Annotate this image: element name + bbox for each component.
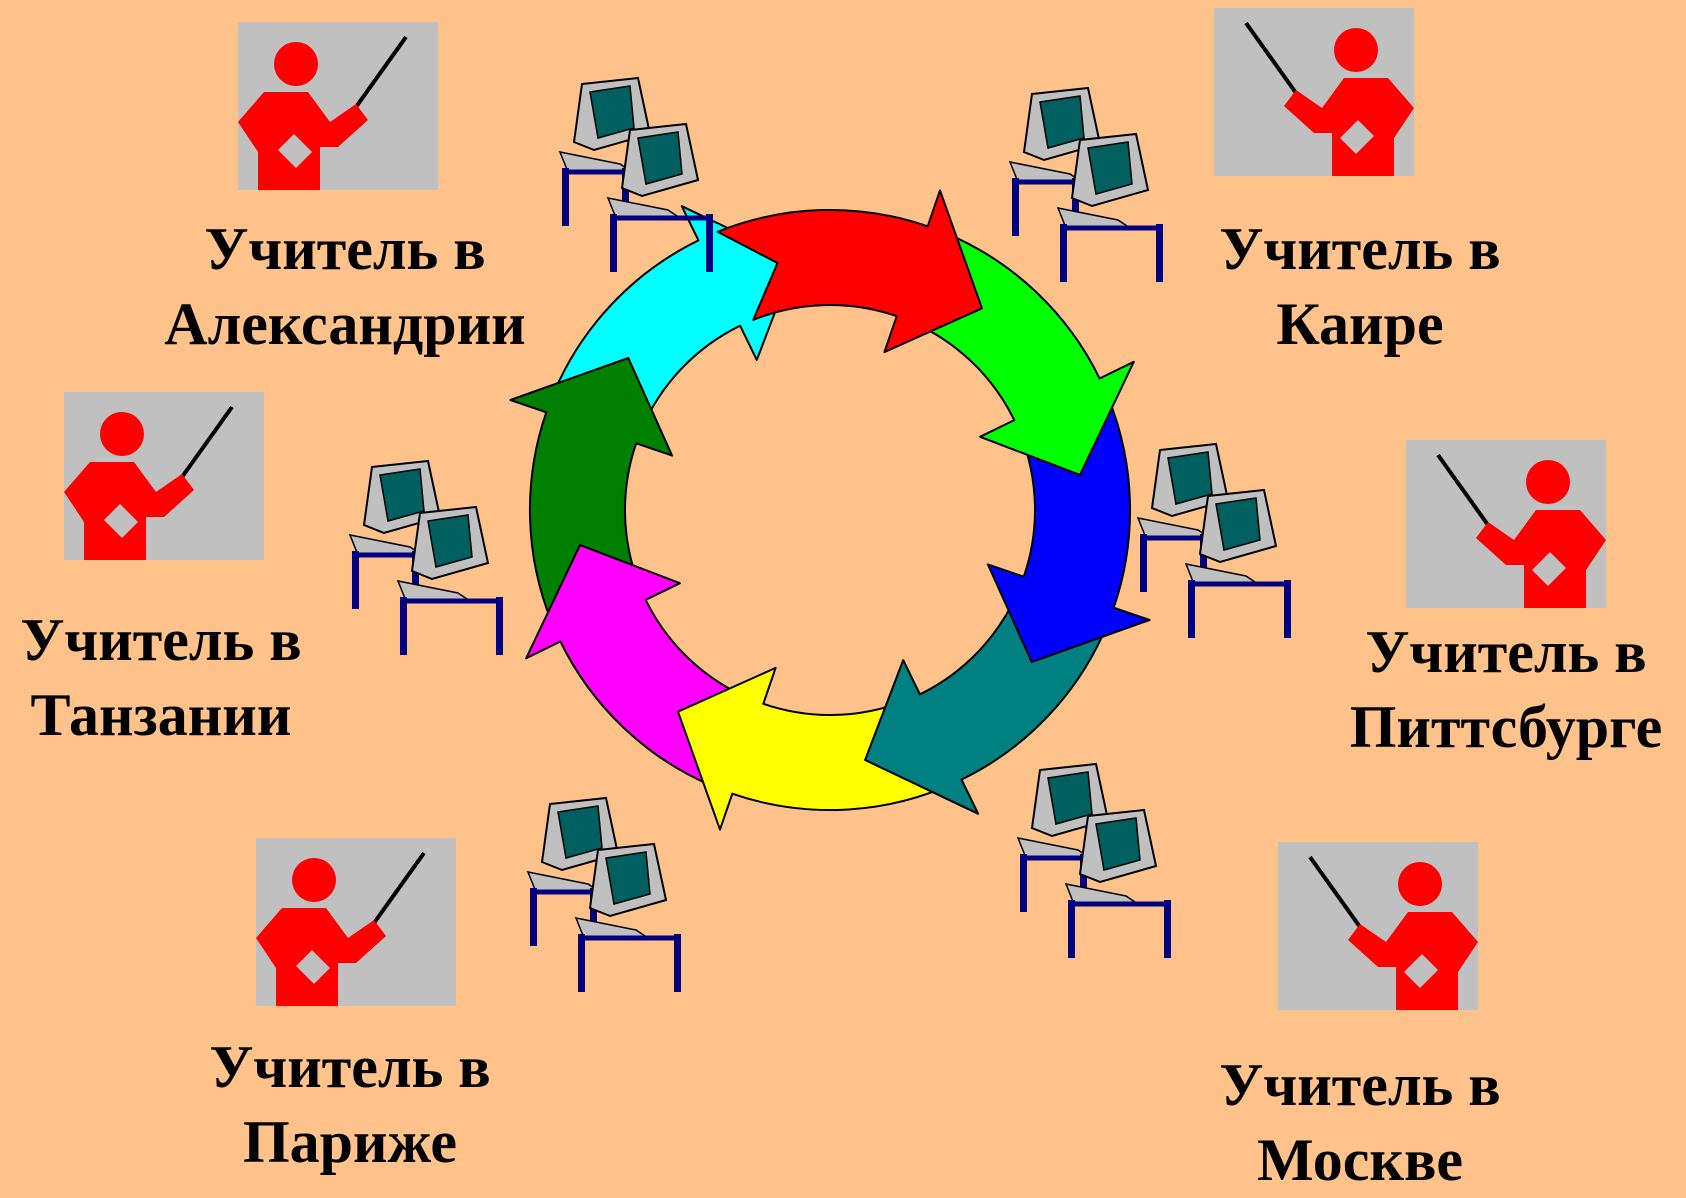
computers-left <box>350 461 503 655</box>
computers-bottom-right <box>1018 764 1171 958</box>
computers-bottom-left <box>528 798 681 992</box>
label-moscow: Учитель в Москве <box>1190 1048 1530 1198</box>
teacher-cairo-icon <box>1214 8 1414 176</box>
label-moscow-line2: Москве <box>1190 1123 1530 1198</box>
teacher-tanzania-icon <box>64 392 264 560</box>
label-cairo-line1: Учитель в <box>1190 212 1530 287</box>
label-tanzania-line2: Танзании <box>2 678 320 753</box>
label-pittsburgh-line1: Учитель в <box>1336 615 1676 690</box>
teacher-pittsburgh-icon <box>1406 440 1606 608</box>
label-paris: Учитель в Париже <box>180 1030 520 1180</box>
label-alexandria-line2: Александрии <box>140 287 550 362</box>
label-tanzania-line1: Учитель в <box>2 603 320 678</box>
label-pittsburgh-line2: Питтсбурге <box>1336 690 1676 765</box>
label-cairo: Учитель в Каире <box>1190 212 1530 362</box>
computers-right <box>1138 444 1291 638</box>
label-moscow-line1: Учитель в <box>1190 1048 1530 1123</box>
cycle-ring <box>510 190 1149 829</box>
label-tanzania: Учитель в Танзании <box>2 603 320 753</box>
computers-top-left <box>560 78 713 272</box>
label-alexandria-line1: Учитель в <box>140 212 550 287</box>
label-paris-line1: Учитель в <box>180 1030 520 1105</box>
computers-top-right <box>1010 88 1163 282</box>
teacher-paris-icon <box>256 838 456 1006</box>
label-alexandria: Учитель в Александрии <box>140 212 550 362</box>
label-cairo-line2: Каире <box>1190 287 1530 362</box>
label-paris-line2: Париже <box>180 1105 520 1180</box>
teacher-moscow-icon <box>1278 842 1478 1010</box>
teacher-alexandria-icon <box>238 22 438 190</box>
label-pittsburgh: Учитель в Питтсбурге <box>1336 615 1676 765</box>
